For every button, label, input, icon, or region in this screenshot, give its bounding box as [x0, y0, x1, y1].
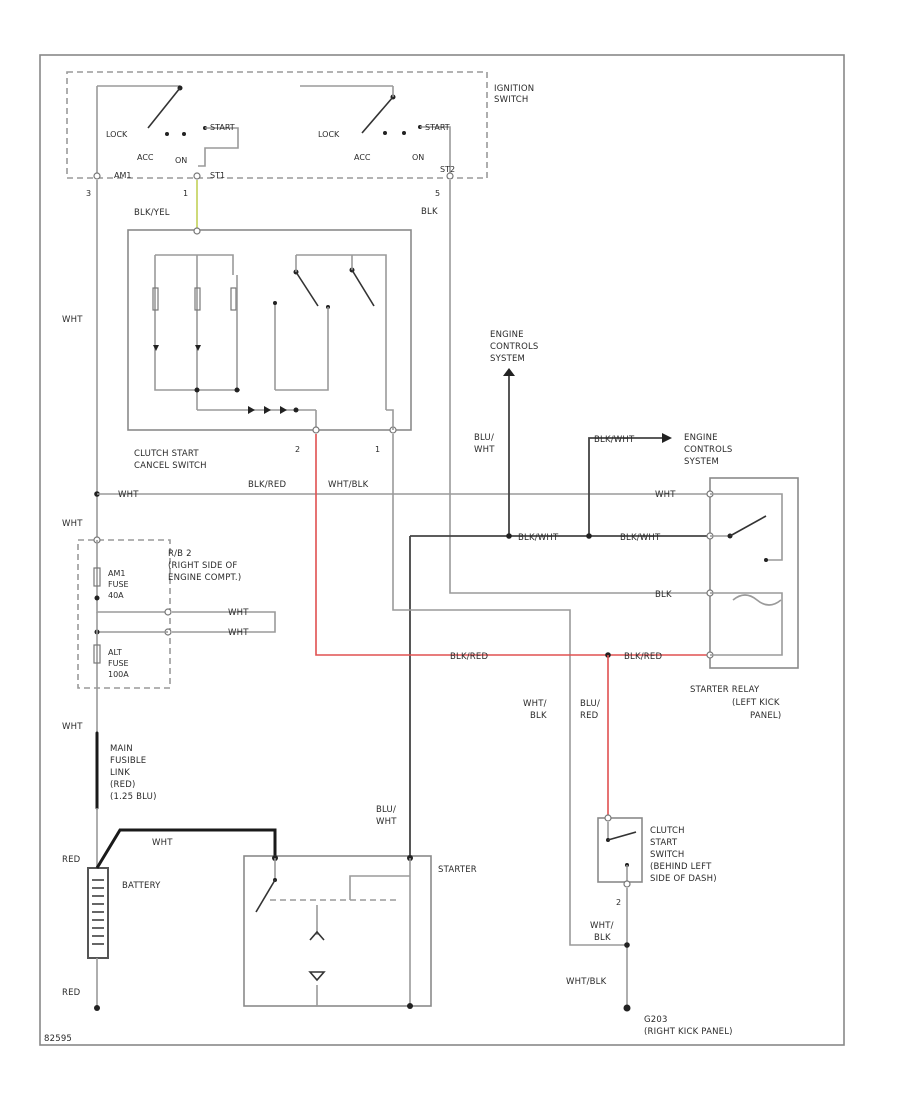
ign-pin-st2: ST2: [440, 165, 455, 174]
starter-relay-title-1: STARTER RELAY: [690, 685, 760, 695]
wire-label-wht-top: WHT: [118, 490, 139, 500]
ign-pin-1: 1: [183, 189, 188, 198]
mfl-4: (RED): [110, 780, 135, 790]
engine-controls-top-1: ENGINE: [490, 330, 524, 340]
mfl-5: (1.25 BLU): [110, 792, 157, 802]
engine-controls-right-2: CONTROLS: [684, 445, 733, 455]
css-title-4: (BEHIND LEFT: [650, 862, 712, 872]
rb2-title-1: R/B 2: [168, 549, 192, 559]
css-title-3: SWITCH: [650, 850, 685, 860]
wire-label-blk-yel: BLK/YEL: [134, 208, 170, 218]
ign-acc-label-2: ACC: [354, 153, 371, 162]
arrow-engine-controls-top: [503, 368, 515, 376]
engine-controls-right-3: SYSTEM: [684, 457, 719, 467]
ign-start-label-2: START: [425, 123, 450, 132]
wire-label-relay-blkred: BLK/RED: [624, 652, 662, 662]
css-title-1: CLUTCH: [650, 826, 685, 836]
ground-title-2: (RIGHT KICK PANEL): [644, 1027, 733, 1037]
wire-label-wht-left: WHT: [62, 315, 83, 325]
wire-label-wht-blk-lower-1: WHT/: [590, 921, 614, 931]
mfl-3: LINK: [110, 768, 130, 778]
wire-label-wht-blk-split-2: BLK: [530, 711, 547, 721]
alt-fuse-2: FUSE: [108, 659, 129, 668]
wire-label-wht-mfl: WHT: [62, 722, 83, 732]
starter-relay: STARTER RELAY (LEFT KICK PANEL): [690, 477, 799, 721]
starter-relay-title-2: (LEFT KICK: [732, 698, 780, 708]
fuse-out-b: WHT: [228, 628, 249, 638]
starter-title: STARTER: [438, 865, 477, 875]
wire-blk: [449, 180, 710, 594]
ign-acc-label-1: ACC: [137, 153, 154, 162]
engine-controls-top-3: SYSTEM: [490, 354, 525, 364]
starter: STARTER: [243, 855, 477, 1009]
cscs-title-1: CLUTCH START: [134, 449, 199, 459]
ignition-switch: IGNITION SWITCH LOCK START ACC ON LOCK S…: [66, 71, 534, 198]
alt-fuse-1: ALT: [108, 648, 122, 657]
rb2-title-2: (RIGHT SIDE OF: [168, 561, 238, 571]
mfl-2: FUSIBLE: [110, 756, 146, 766]
wire-label-wht-blk-split-1: WHT/: [523, 699, 547, 709]
wire-label-blu-red-2: RED: [580, 711, 599, 721]
wire-label-blk-wht-top: BLK/WHT: [594, 435, 635, 445]
ign-on-label-2: ON: [412, 153, 424, 162]
battery: RED BATTERY RED: [62, 855, 161, 1011]
am-fuse-1: AM1: [108, 569, 125, 578]
wire-label-blu-red-1: BLU/: [580, 699, 600, 709]
ign-pin-3: 3: [86, 189, 91, 198]
ign-pin-st1: ST1: [210, 171, 225, 180]
mfl-1: MAIN: [110, 744, 133, 754]
alt-fuse-3: 100A: [108, 670, 129, 679]
wire-label-blu-wht-starter-1: BLU/: [376, 805, 396, 815]
fuse-out-a: WHT: [228, 608, 249, 618]
clutch-start-cancel-switch: 2 1 CLUTCH START CANCEL SWITCH: [127, 227, 412, 471]
ign-lock-label-2: LOCK: [318, 130, 340, 139]
wire-label-wht-blk: WHT/BLK: [328, 480, 369, 490]
wire-label-wht-blk-g: WHT/BLK: [566, 977, 607, 987]
ground-title-1: G203: [644, 1015, 668, 1025]
ignition-switch-title-1: IGNITION: [494, 84, 534, 94]
css-title-5: SIDE OF DASH): [650, 874, 717, 884]
wire-label-relay-wht: WHT: [655, 490, 676, 500]
engine-controls-top-2: CONTROLS: [490, 342, 539, 352]
cscs-pin-2: 2: [295, 445, 300, 454]
ign-start-label-1: START: [210, 123, 235, 132]
battery-title: BATTERY: [122, 881, 161, 891]
wire-battery-starter: [95, 828, 277, 869]
wire-label-wht-rb: WHT: [62, 519, 83, 529]
wire-label-blu-wht-1: BLU/: [474, 433, 494, 443]
ign-pin-am1: AM1: [114, 171, 131, 180]
diagram-frame: [39, 54, 845, 1046]
cscs-title-2: CANCEL SWITCH: [134, 461, 207, 471]
wire-label-blk-red: BLK/RED: [248, 480, 286, 490]
am-fuse-2: FUSE: [108, 580, 129, 589]
wire-label-blu-wht-2: WHT: [474, 445, 495, 455]
diagram-id: 82595: [44, 1034, 72, 1044]
wire-label-blk: BLK: [421, 207, 438, 217]
battery-pos-label: RED: [62, 855, 81, 865]
ign-pin-5: 5: [435, 189, 440, 198]
battery-neg-label: RED: [62, 988, 81, 998]
cscs-pin-1: 1: [375, 445, 380, 454]
rb2-fuse-box: WHT AM1 FUSE 40A R/B 2 (RIGHT SIDE OF EN…: [62, 519, 276, 689]
ign-lock-label-1: LOCK: [106, 130, 128, 139]
wire-label-blk-wht: BLK/WHT: [518, 533, 559, 543]
starter-relay-title-3: PANEL): [750, 711, 781, 721]
wire-label-blu-wht-starter-2: WHT: [376, 817, 397, 827]
wire-label-relay-blkwht: BLK/WHT: [620, 533, 661, 543]
wire-label-bat-wht: WHT: [152, 838, 173, 848]
wire-label-blk-blu-red: BLK/RED: [450, 652, 488, 662]
css-pin-2: 2: [616, 898, 621, 907]
ignition-switch-title-2: SWITCH: [494, 95, 529, 105]
engine-controls-right-1: ENGINE: [684, 433, 718, 443]
wire-label-wht-blk-lower-2: BLK: [594, 933, 611, 943]
wire-label-relay-blk: BLK: [655, 590, 672, 600]
clutch-start-switch: 2 CLUTCH START SWITCH (BEHIND LEFT SIDE …: [597, 814, 717, 907]
ign-on-label-1: ON: [175, 156, 187, 165]
am-fuse-3: 40A: [108, 591, 124, 600]
rb2-title-3: ENGINE COMPT.): [168, 573, 241, 583]
wire-blk-red: [315, 434, 710, 656]
ground-point: [623, 1004, 631, 1012]
css-title-2: START: [650, 838, 678, 848]
